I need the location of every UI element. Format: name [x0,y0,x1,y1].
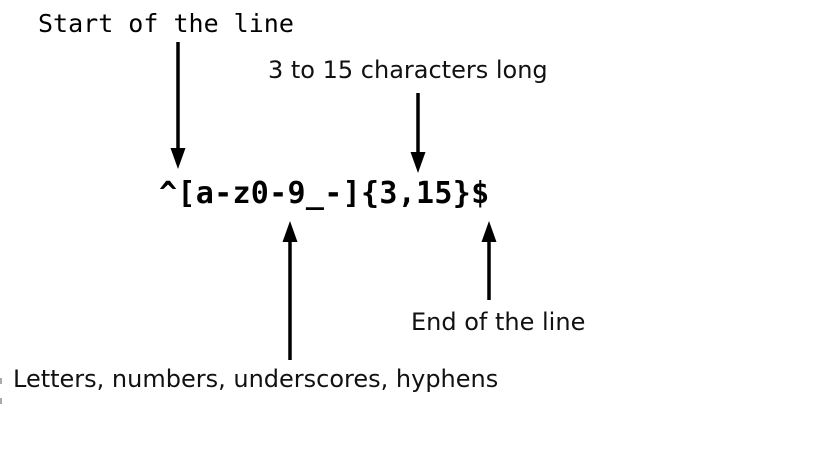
arrow-down-icon [410,93,426,173]
annotation-charset: Letters, numbers, underscores, hyphens [13,365,499,393]
left-edge-artifact [0,398,2,404]
arrow-down-icon [170,42,186,169]
annotation-end-of-line: End of the line [411,308,586,336]
regex-pattern: ^[a-z0-9_-]{3,15}$ [159,176,490,211]
annotation-start-of-line: Start of the line [38,9,294,38]
annotation-length: 3 to 15 characters long [268,56,548,84]
arrow-up-icon [481,221,497,300]
left-edge-artifact [0,378,2,384]
arrow-up-icon [282,221,298,360]
